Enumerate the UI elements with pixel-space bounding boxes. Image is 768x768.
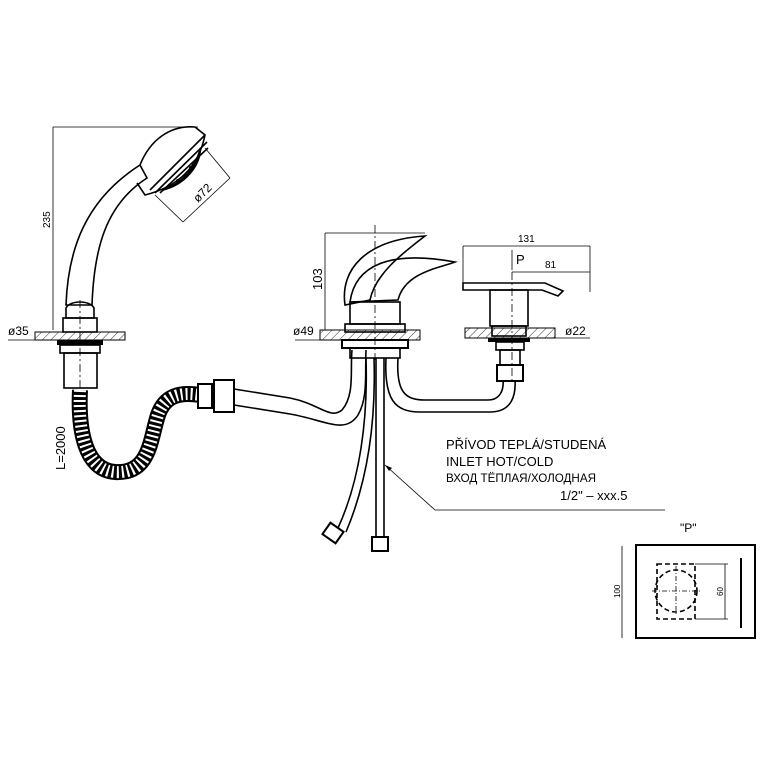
dim-diverter-base: ø22 — [565, 324, 586, 338]
mixer — [295, 225, 458, 360]
hand-shower — [8, 126, 231, 392]
inlet-hoses — [321, 357, 516, 552]
dim-hose-length: L=2000 — [53, 426, 68, 470]
view-marker-p: P — [516, 252, 525, 267]
dim-shower-base: ø35 — [8, 324, 29, 338]
inlet-note-size: 1/2" – xxx.5 — [560, 488, 627, 503]
detail-p — [621, 544, 756, 639]
inlet-leader — [384, 464, 665, 511]
detail-p-height: 100 — [613, 584, 622, 598]
detail-p-title: "P" — [680, 521, 697, 535]
inlet-note-cz: PŘÍVOD TEPLÁ/STUDENÁ — [446, 437, 606, 452]
dim-mixer-base: ø49 — [293, 324, 314, 338]
inlet-note-en: INLET HOT/COLD — [446, 454, 553, 469]
dim-diverter-offset: 81 — [545, 260, 557, 271]
diverter — [462, 245, 591, 382]
dim-diverter-length: 131 — [518, 234, 535, 245]
detail-p-inner: 60 — [716, 587, 725, 596]
dim-shower-height: 235 — [42, 211, 53, 228]
dim-mixer-height: 103 — [310, 268, 325, 290]
shower-hose — [71, 349, 367, 480]
inlet-note-ru: ВХОД ТЁПЛАЯ/ХОЛОДНАЯ — [446, 471, 596, 485]
dim-shower-head: ø72 — [190, 180, 215, 205]
